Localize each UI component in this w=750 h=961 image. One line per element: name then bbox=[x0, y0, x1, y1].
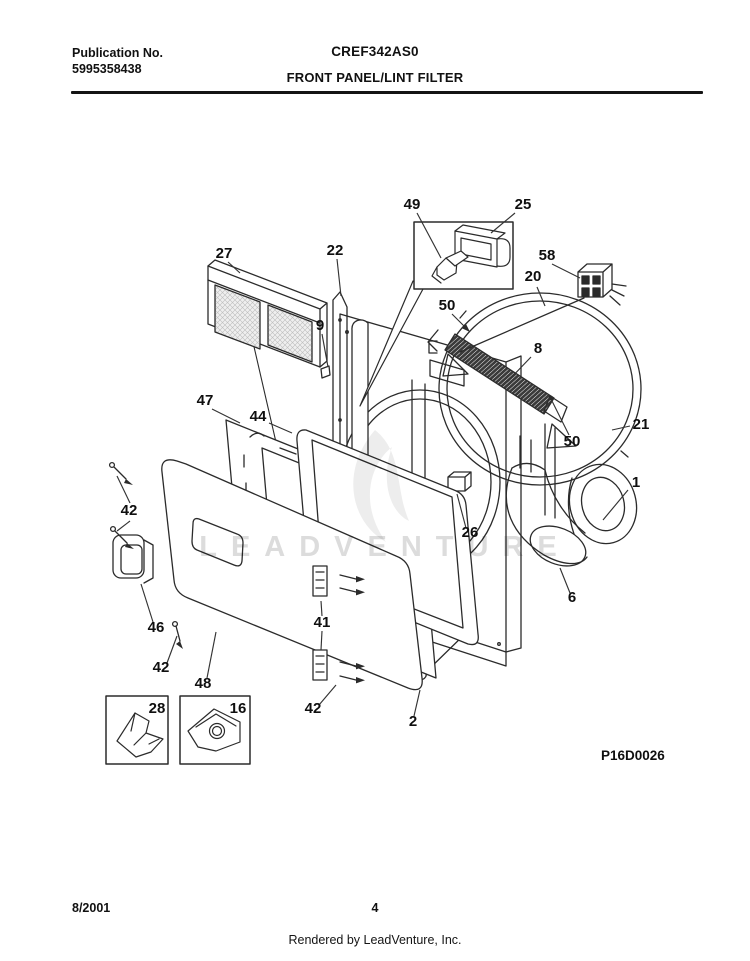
switch-actuator-49 bbox=[431, 250, 469, 284]
door-window bbox=[191, 517, 244, 567]
watermark-text: LEADVENTURE bbox=[199, 531, 571, 563]
callout-label-8: 8 bbox=[534, 340, 542, 357]
page-title: FRONT PANEL/LINT FILTER bbox=[286, 70, 464, 85]
leader-line-8 bbox=[506, 356, 532, 383]
leader-line-44 bbox=[268, 422, 293, 434]
callout-label-47: 47 bbox=[197, 392, 214, 409]
leader-line-20 bbox=[536, 286, 546, 307]
element-clamp-right bbox=[543, 395, 568, 423]
duct-ring bbox=[567, 463, 638, 545]
leader-line-27 bbox=[227, 261, 241, 274]
callout-label-42: 42 bbox=[153, 659, 170, 676]
publication-block: Publication No. 5995358438 bbox=[72, 45, 163, 78]
leader-line-49 bbox=[416, 212, 442, 259]
leader-line-42 bbox=[166, 635, 178, 664]
footer-date: 8/2001 bbox=[72, 901, 111, 915]
lint-filter bbox=[207, 259, 328, 517]
dryer-door bbox=[161, 459, 423, 691]
callout-label-50: 50 bbox=[439, 297, 456, 314]
element-clamp-left bbox=[427, 329, 439, 354]
callout-label-1: 1 bbox=[632, 474, 640, 491]
leader-line-47 bbox=[211, 408, 241, 424]
leader-line-42 bbox=[116, 475, 131, 504]
leader-line-9 bbox=[321, 333, 329, 368]
watermark: LEADVENTURE bbox=[199, 430, 571, 563]
footer-page-number: 4 bbox=[371, 901, 379, 915]
leader-line-41 bbox=[320, 600, 323, 617]
callout-label-2: 2 bbox=[409, 713, 417, 730]
leader-line-50 bbox=[550, 398, 570, 436]
leader-line-58 bbox=[551, 263, 581, 279]
callout-label-42: 42 bbox=[305, 700, 322, 717]
leader-line-1 bbox=[602, 489, 629, 521]
leader-line-26 bbox=[456, 493, 467, 529]
switch-inset-box bbox=[359, 221, 514, 407]
terminal-block bbox=[577, 263, 627, 306]
door-hinges bbox=[312, 565, 365, 684]
callout-label-44: 44 bbox=[250, 408, 267, 425]
air-duct bbox=[505, 435, 588, 567]
callout-label-27: 27 bbox=[216, 245, 233, 262]
callout-label-26: 26 bbox=[462, 524, 479, 541]
connector-wires bbox=[609, 283, 627, 306]
leader-dot bbox=[548, 395, 554, 401]
callout-label-20: 20 bbox=[525, 268, 542, 285]
callout-label-6: 6 bbox=[568, 589, 576, 606]
leader-line-48 bbox=[206, 631, 217, 679]
callout-label-16: 16 bbox=[230, 700, 247, 717]
leader-line-42 bbox=[318, 684, 337, 706]
footer-rendered-by: Rendered by LeadVenture, Inc. bbox=[288, 933, 462, 947]
callout-label-50: 50 bbox=[564, 433, 581, 450]
callout-label-42: 42 bbox=[121, 502, 138, 519]
mounting-screws bbox=[108, 461, 183, 649]
door-handle bbox=[112, 534, 154, 584]
leader-line-46 bbox=[140, 583, 154, 623]
callout-label-58: 58 bbox=[539, 247, 556, 264]
clip-28 bbox=[116, 712, 164, 758]
leader-arrowhead bbox=[461, 323, 470, 332]
clip-9a bbox=[320, 365, 331, 379]
publication-label: Publication No. bbox=[72, 46, 163, 60]
callout-label-41: 41 bbox=[314, 614, 331, 631]
filter-screen-right bbox=[267, 304, 313, 363]
callout-label-25: 25 bbox=[515, 196, 532, 213]
lint-filter-slot bbox=[429, 359, 465, 387]
leader-line-22 bbox=[336, 258, 342, 297]
element-lead-wire bbox=[459, 297, 585, 353]
leader-line-21 bbox=[611, 425, 631, 431]
door-switch-26 bbox=[447, 471, 472, 501]
callout-label-49: 49 bbox=[404, 196, 421, 213]
heater-element bbox=[427, 297, 585, 519]
header-rule bbox=[71, 91, 703, 94]
callout-label-21: 21 bbox=[633, 416, 650, 433]
watermark-flame bbox=[353, 430, 409, 542]
clip-16 bbox=[187, 708, 241, 752]
callout-label-28: 28 bbox=[149, 700, 166, 717]
callout-label-22: 22 bbox=[327, 242, 344, 259]
filter-screen-left bbox=[214, 284, 261, 350]
callout-label-46: 46 bbox=[148, 619, 165, 636]
publication-number: 5995358438 bbox=[72, 62, 142, 77]
diagram-code: P16D0026 bbox=[601, 748, 665, 763]
callout-label-48: 48 bbox=[195, 675, 212, 692]
model-number: CREF342AS0 bbox=[331, 44, 419, 59]
leader-line-25 bbox=[490, 212, 516, 234]
clip-inset-boxes bbox=[105, 695, 251, 765]
callout-label-9: 9 bbox=[316, 317, 324, 334]
leader-line-41 bbox=[320, 630, 323, 651]
leader-line-6 bbox=[559, 567, 571, 594]
leader-line-42 bbox=[116, 520, 131, 532]
leader-line-2 bbox=[413, 689, 421, 717]
